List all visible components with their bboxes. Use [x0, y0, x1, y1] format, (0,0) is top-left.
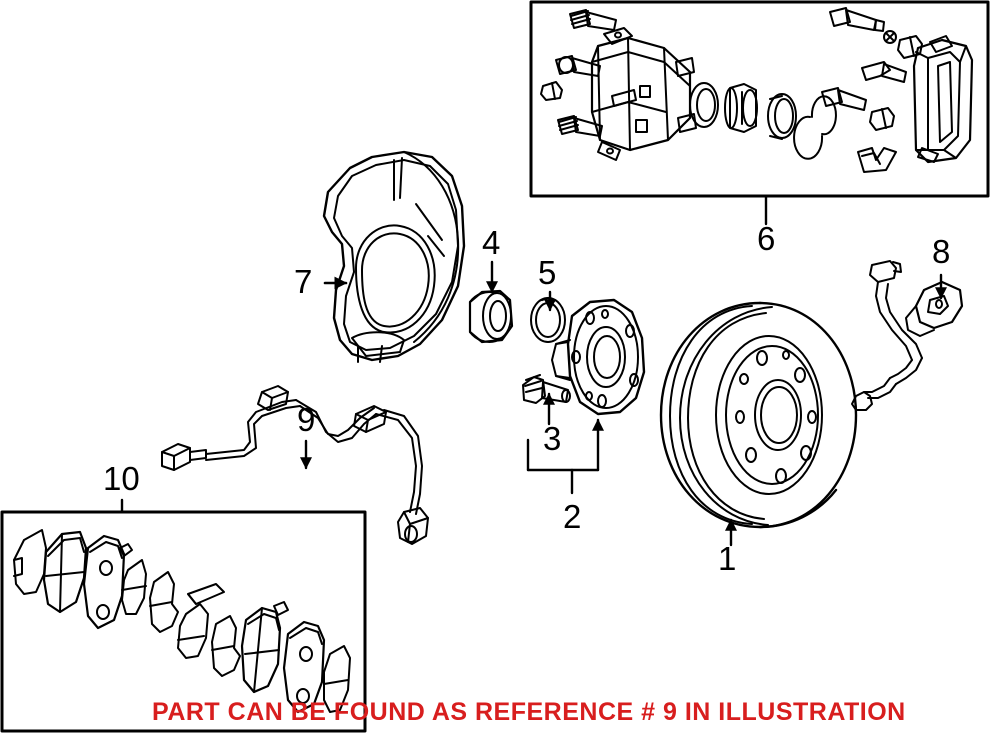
bracket-clip: [861, 61, 907, 83]
wheel-bearing: [468, 289, 514, 344]
callout-label-2: 2: [563, 498, 582, 535]
bracket-sleeve-mid: [869, 107, 895, 131]
piston-seal: [689, 82, 719, 128]
caliper-bolt-a: [569, 9, 617, 31]
caliper-bolt-b: [555, 55, 601, 77]
callout-label-10: 10: [103, 460, 140, 497]
abs-wheel-speed-sensor: [161, 385, 429, 545]
callout-label-8: 8: [932, 233, 951, 270]
wheel-stud-bolt: [522, 374, 571, 404]
callout-2-bracket: [526, 418, 604, 495]
splash-shield: [322, 150, 466, 363]
caliper-piston: [724, 83, 758, 133]
caliper-assembly-contents: [540, 7, 974, 173]
pad-retainer-spring: [857, 147, 897, 173]
bracket-washer: [883, 30, 897, 44]
callout-label-7: 7: [294, 263, 313, 300]
front-wheel-hub: [551, 298, 646, 416]
reference-disclaimer-text: PART CAN BE FOUND AS REFERENCE # 9 IN IL…: [152, 698, 906, 726]
bracket-bolt-mid: [821, 87, 867, 111]
bracket-bolt-top: [829, 7, 885, 32]
piston-dust-boot: [767, 93, 797, 140]
caliper-mounting-bracket: [912, 35, 974, 164]
callout-label-9: 9: [297, 401, 316, 438]
callout-label-4: 4: [482, 224, 501, 261]
brake-hose: [851, 260, 964, 411]
callout-label-3: 3: [543, 420, 562, 457]
snap-ring-circlip: [530, 296, 566, 343]
caliper-assembly-box-border: [529, 0, 990, 198]
boot-retaining-ring: [793, 95, 837, 160]
callout-label-6: 6: [757, 220, 776, 257]
callout-label-5: 5: [538, 254, 557, 291]
brake-disc-rotor: [659, 301, 858, 529]
caliper-bolt-c: [557, 115, 603, 137]
callout-label-1: 1: [718, 540, 737, 577]
brake-pad-set-contents: [13, 529, 351, 714]
